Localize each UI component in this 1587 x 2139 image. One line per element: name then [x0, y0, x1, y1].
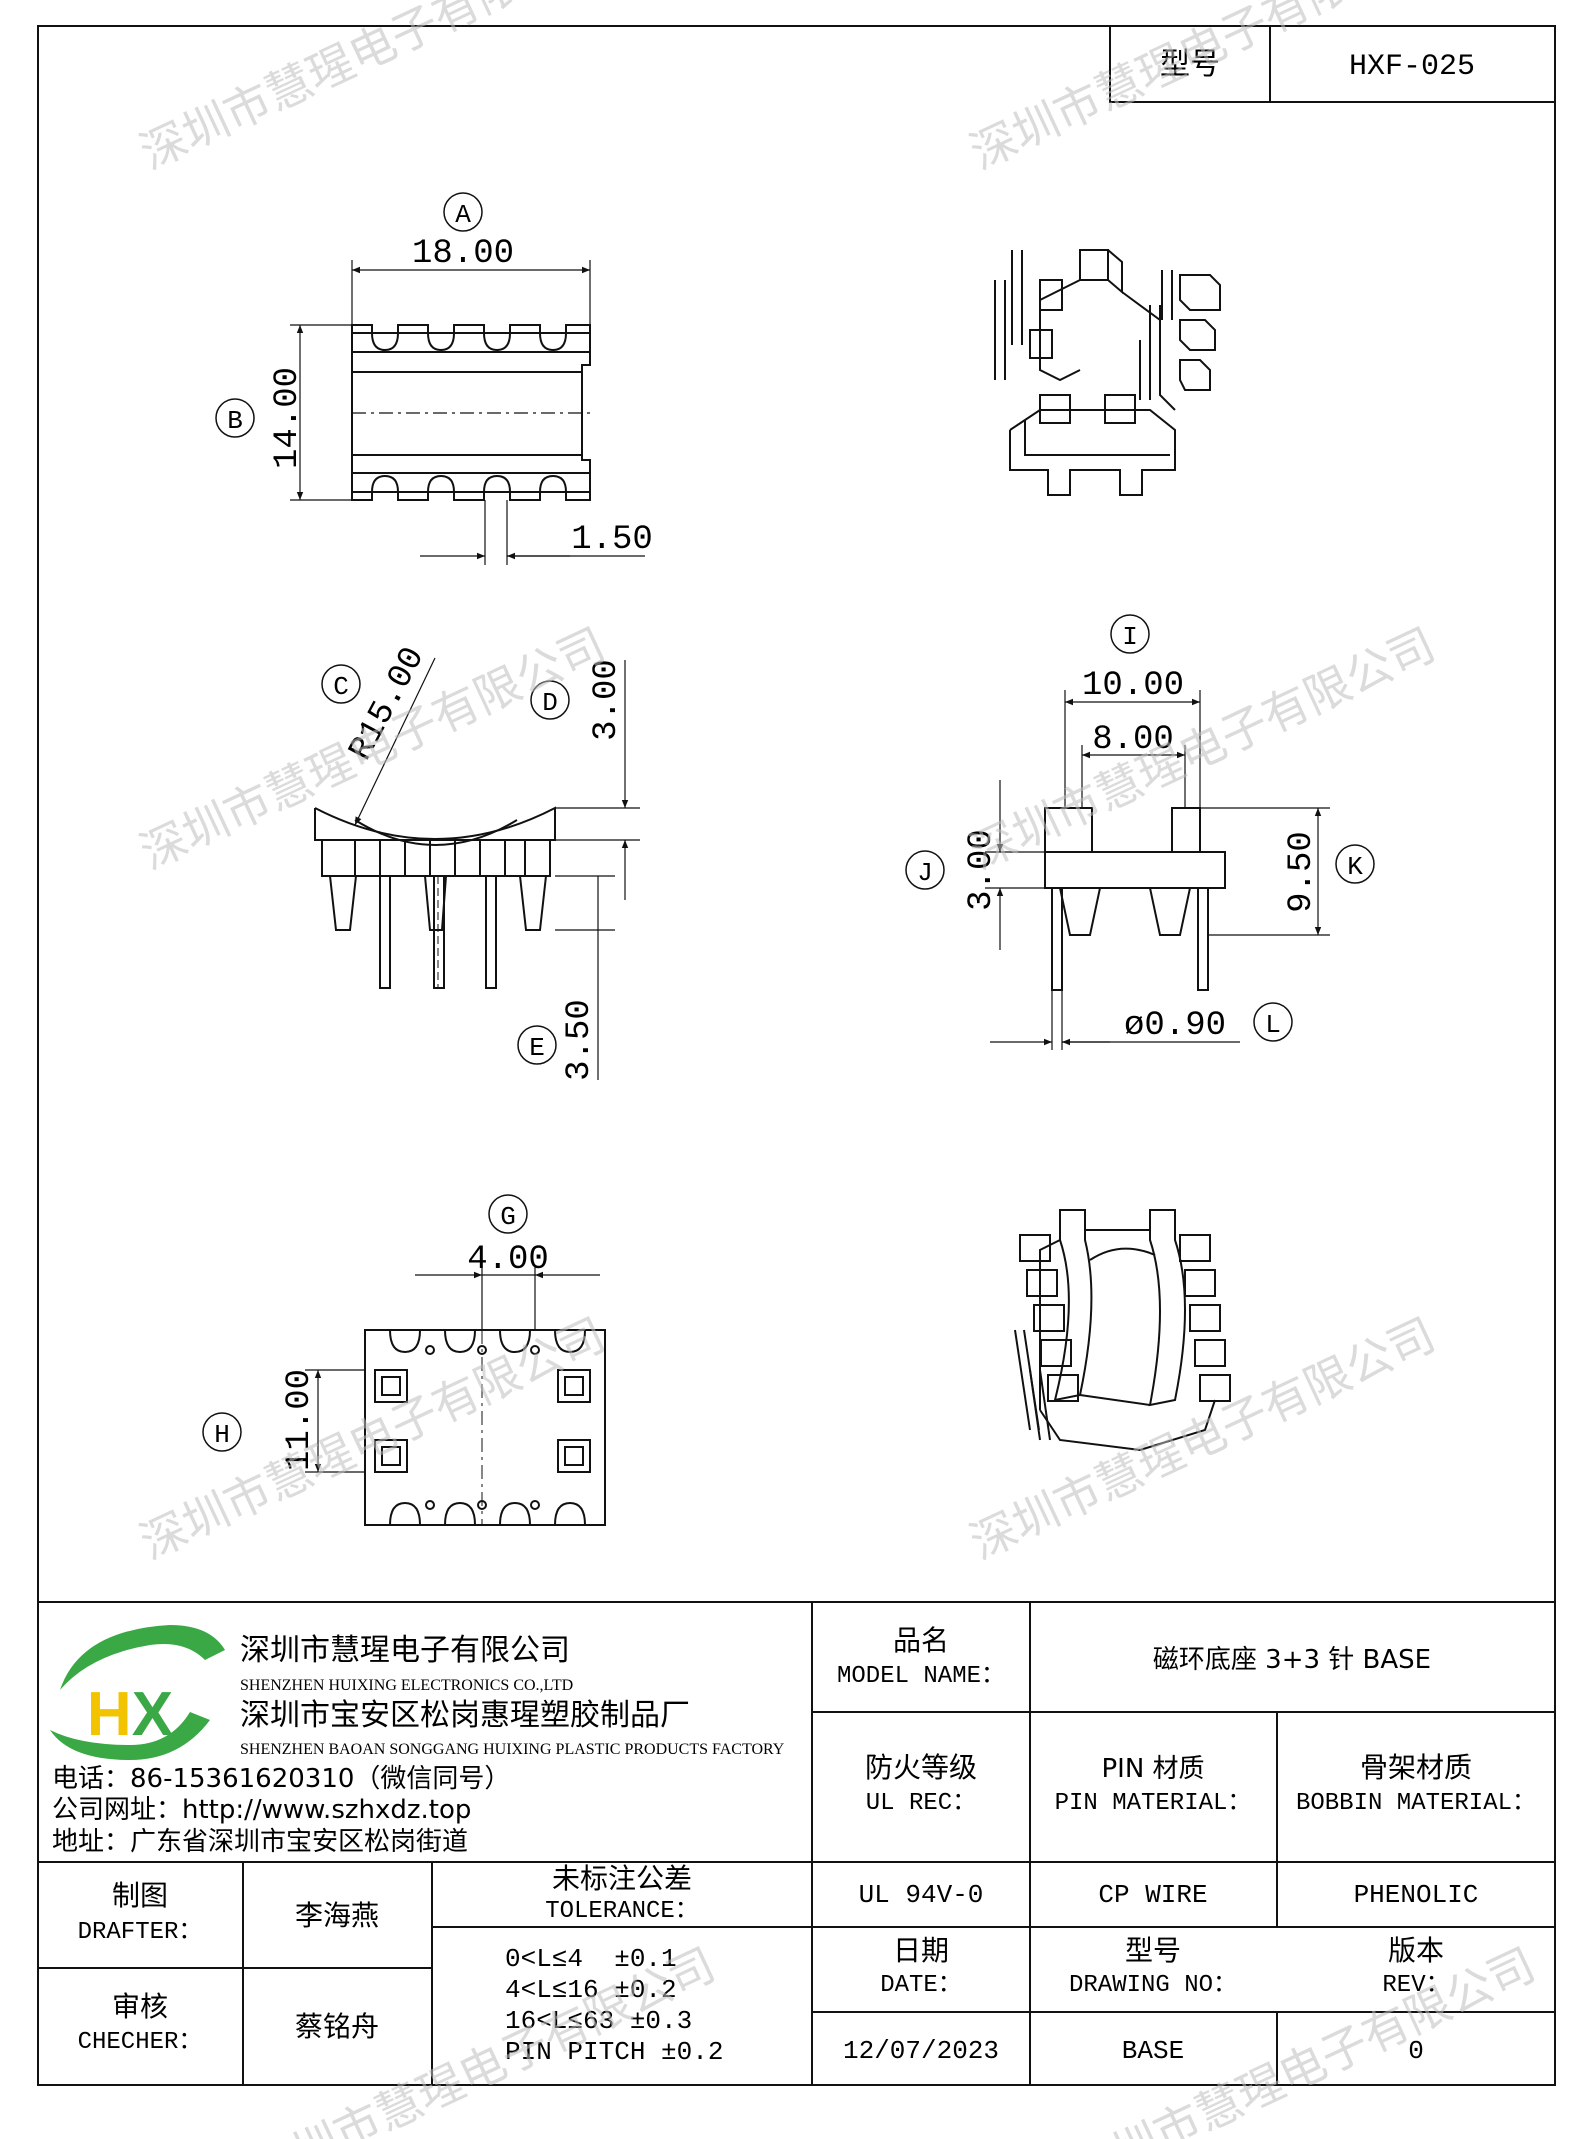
model-value: HXF-025: [1349, 50, 1475, 84]
checker-value: 蔡铭舟: [295, 2010, 379, 2043]
logo-text: HX: [87, 1680, 173, 1749]
model-label: 型号: [1160, 47, 1220, 82]
dim-C-letter: C: [333, 672, 349, 702]
tolerance-en: TOLERANCE：: [545, 1898, 699, 1925]
side-view-curve: [314, 657, 640, 1080]
sheet-border: [37, 25, 1556, 2086]
tolerance-row: 4<L≤16 ±0.2: [505, 1975, 677, 2005]
dim-I-letter: I: [1122, 622, 1138, 652]
ul-value: UL 94V-0: [859, 1880, 984, 1910]
iso-view-top: [994, 249, 1221, 496]
pin-material-en: PIN MATERIAL：: [1055, 1790, 1252, 1817]
front-view: [905, 614, 1375, 1050]
svg-text:深圳市慧瑆电子有限公司: 深圳市慧瑆电子有限公司: [962, 1307, 1443, 1570]
model-name-cn: 品名: [893, 1624, 949, 1657]
company-website: 公司网址：http://www.szhxdz.top: [52, 1795, 471, 1825]
rev-en: REV：: [1382, 1972, 1449, 1999]
tolerance-row: 16<L≤63 ±0.3: [505, 2006, 692, 2036]
dim-L-letter: L: [1265, 1010, 1281, 1040]
top-view: [215, 192, 645, 565]
factory-name-en: SHENZHEN BAOAN SONGGANG HUIXING PLASTIC …: [240, 1741, 785, 1758]
company-name-en: SHENZHEN HUIXING ELECTRONICS CO.,LTD: [240, 1677, 573, 1694]
dim-G-value: 4.00: [467, 1241, 549, 1279]
date-cn: 日期: [893, 1934, 949, 1967]
dim-I-value: 10.00: [1082, 667, 1184, 705]
drafter-value: 李海燕: [295, 1899, 379, 1932]
dim-K-letter: K: [1347, 852, 1363, 882]
model-name-value: 磁环底座 3+3 针 BASE: [1153, 1645, 1431, 1675]
dim-H-letter: H: [214, 1420, 230, 1450]
dim-J-letter: J: [917, 858, 933, 888]
date-value: 12/07/2023: [843, 2036, 999, 2066]
ul-rec-en: UL REC：: [866, 1790, 976, 1817]
company-logo: HX: [50, 1625, 225, 1760]
bobbin-value: PHENOLIC: [1354, 1880, 1479, 1910]
pin-value: CP WIRE: [1098, 1880, 1207, 1910]
bottom-view: [202, 1194, 606, 1526]
checker-en: CHECHER：: [78, 2029, 203, 2056]
dim-D-value: 3.00: [588, 659, 626, 741]
dim-K-value: 9.50: [1283, 831, 1321, 913]
dim-A-value: 18.00: [412, 235, 514, 273]
svg-text:深圳市慧瑆电子有限公司: 深圳市慧瑆电子有限公司: [962, 617, 1443, 880]
bobbin-material-cn: 骨架材质: [1360, 1751, 1472, 1784]
pin-material-cn: PIN 材质: [1101, 1754, 1204, 1784]
rev-value: 0: [1408, 2036, 1424, 2066]
dim-A-letter: A: [455, 200, 471, 230]
company-address: 地址：广东省深圳市宝安区松岗街道: [52, 1827, 468, 1857]
date-en: DATE：: [880, 1972, 962, 1999]
drawing-no-en: DRAWING NO：: [1069, 1972, 1237, 1999]
dim-pin-width-value: 1.50: [571, 521, 653, 559]
drafter-cn: 制图: [112, 1879, 168, 1912]
dim-B-letter: B: [227, 406, 243, 436]
tolerance-row: 0<L≤4 ±0.1: [505, 1944, 677, 1974]
drawing-no-cn: 型号: [1125, 1934, 1181, 1967]
rev-cn: 版本: [1388, 1934, 1444, 1967]
factory-name-cn: 深圳市宝安区松岗惠瑆塑胶制品厂: [240, 1698, 690, 1733]
iso-view-bottom: [1014, 1209, 1231, 1452]
tolerance-cn: 未标注公差: [552, 1862, 692, 1895]
dim-E-value: 3.50: [561, 999, 599, 1081]
header-box: 型号 HXF-025: [1109, 25, 1556, 103]
checker-cn: 审核: [112, 1990, 168, 2023]
title-block: [38, 1601, 1555, 2085]
dim-J-value: 3.00: [963, 829, 1001, 911]
dim-G-letter: G: [500, 1202, 516, 1232]
drafter-en: DRAFTER：: [78, 1919, 203, 1946]
company-name-cn: 深圳市慧瑆电子有限公司: [240, 1633, 570, 1668]
dim-H-value: 11.00: [281, 1369, 319, 1471]
dim-E-letter: E: [529, 1033, 545, 1063]
model-name-en: MODEL NAME：: [837, 1663, 1005, 1690]
ul-rec-cn: 防火等级: [865, 1751, 977, 1784]
dim-D-letter: D: [542, 688, 558, 718]
bobbin-material-en: BOBBIN MATERIAL：: [1296, 1790, 1536, 1817]
dim-B-value: 14.00: [269, 367, 307, 469]
dim-L-value: ø0.90: [1124, 1007, 1226, 1045]
tolerance-row: PIN PITCH ±0.2: [505, 2037, 723, 2067]
dim-inner-value: 8.00: [1092, 721, 1174, 759]
company-phone: 电话：86-15361620310（微信同号）: [52, 1764, 510, 1794]
drawing-no-value: BASE: [1122, 2036, 1184, 2066]
